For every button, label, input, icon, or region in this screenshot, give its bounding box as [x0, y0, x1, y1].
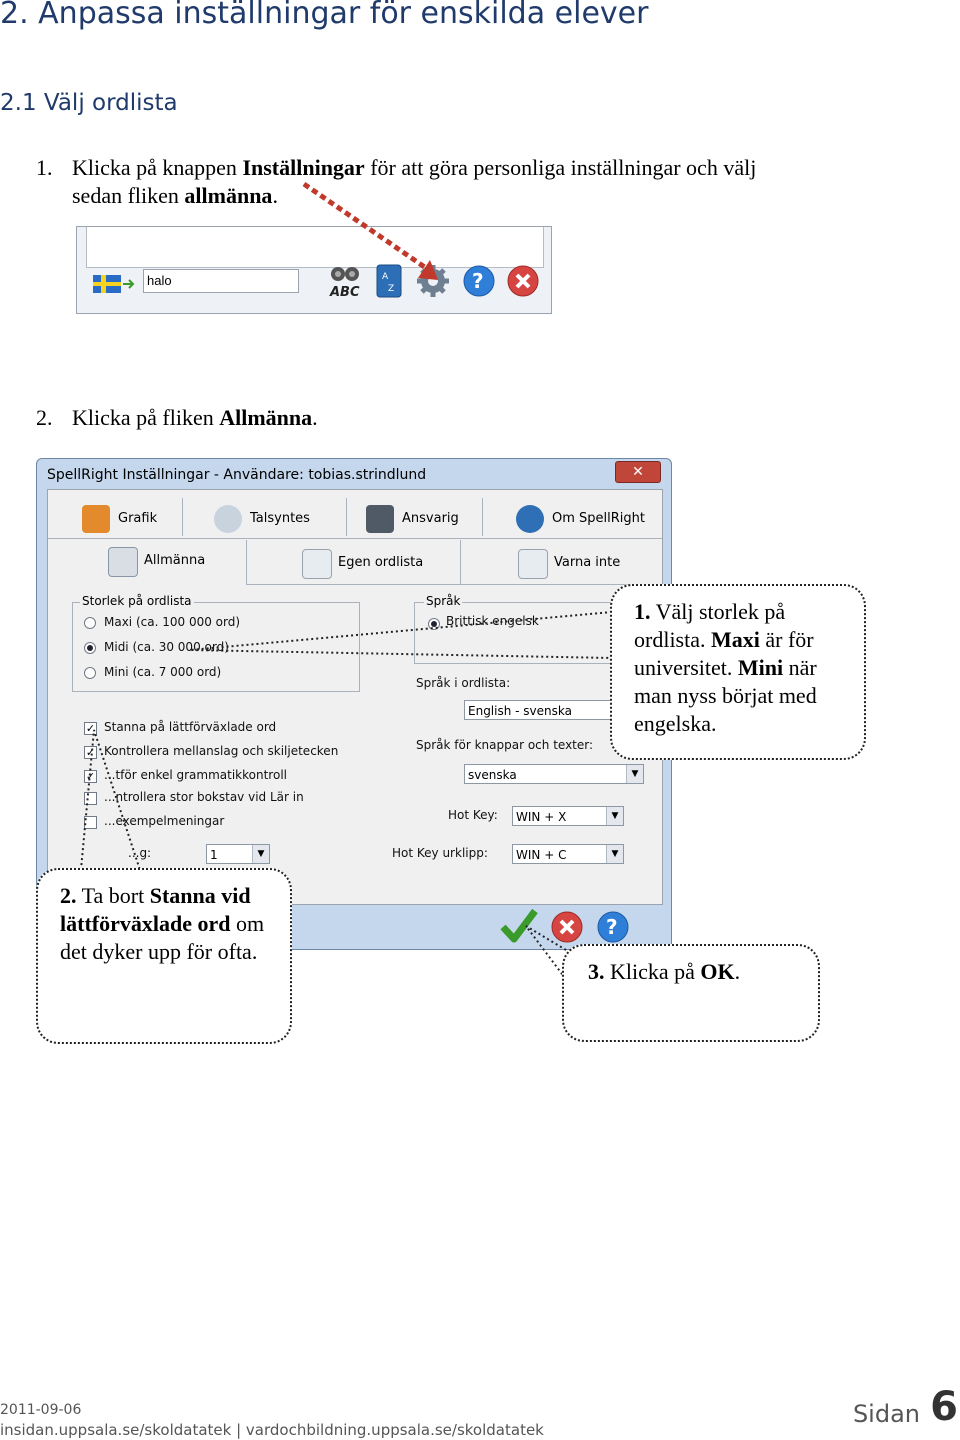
step-2-text: 2.Klicka på fliken Allmänna.: [36, 405, 318, 430]
binoculars-abc-icon[interactable]: ABC: [327, 263, 363, 299]
clipboard-icon: [108, 547, 138, 577]
page-heading: 2. Anpassa inställningar för enskilda el…: [0, 0, 649, 31]
tab-talsyntes[interactable]: Talsyntes: [208, 500, 348, 538]
general-tab-keyword: Allmänna: [219, 405, 313, 430]
chevron-down-icon: ▼: [606, 845, 623, 863]
tab-egen-ordlista[interactable]: Egen ordlista: [296, 544, 456, 582]
settings-dialog: SpellRight Inställningar - Användare: to…: [36, 458, 672, 950]
svg-text:Z: Z: [388, 284, 394, 294]
svg-text:A: A: [382, 272, 389, 282]
tab-om-spellright[interactable]: Om SpellRight: [510, 500, 660, 538]
pointer-arrow: [302, 181, 438, 280]
dialog-body: Grafik Talsyntes Ansvarig Om SpellRight …: [47, 489, 663, 905]
step-1-text: 1.Klicka på knappen Inställningar för at…: [36, 155, 757, 208]
hotkey2-label: Hot Key urklipp:: [392, 846, 488, 860]
language-british-radio[interactable]: [428, 618, 440, 630]
close-icon[interactable]: [505, 263, 541, 299]
page-label: Sidan: [852, 1400, 920, 1428]
general-keyword: allmänna: [184, 183, 273, 208]
tab-allmanna[interactable]: Allmänna: [102, 542, 252, 580]
ok-check-icon[interactable]: [499, 907, 539, 945]
check-exempel[interactable]: [84, 816, 97, 829]
callout-ok: 3. Klicka på OK.: [562, 944, 820, 1042]
check-stanna[interactable]: ✓: [84, 722, 97, 735]
section-heading: 2.1 Välj ordlista: [0, 90, 178, 116]
size-maxi-radio[interactable]: [84, 617, 96, 629]
document-check-icon: [302, 549, 332, 579]
dialog-title: SpellRight Inställningar - Användare: to…: [47, 467, 427, 483]
size-mini-label: Mini (ca. 7 000 ord): [104, 665, 222, 679]
size-group-label: Storlek på ordlista: [80, 594, 194, 608]
check-stanna-label: Stanna på lättförväxlade ord: [104, 720, 277, 734]
ui-language-label: Språk för knappar och texter:: [416, 738, 594, 752]
check-grammatik-label: ...tför enkel grammatikkontroll: [104, 768, 287, 782]
callout-stanna: 2. Ta bort Stanna vid lättförväxlade ord…: [36, 868, 292, 1044]
dict-language-field[interactable]: English - svenska: [464, 700, 614, 720]
partial-label: ...g:: [128, 846, 152, 860]
step-1-number: 1.: [36, 155, 53, 180]
teacher-icon: [366, 505, 394, 533]
svg-text:?: ?: [606, 915, 618, 939]
check-stor-bokstav-label: ...ntrollera stor bokstav vid Lär in: [104, 790, 304, 804]
svg-text:?: ?: [472, 269, 484, 293]
chevron-down-icon: ▼: [252, 845, 269, 863]
tab-varna-inte[interactable]: Varna inte: [512, 544, 652, 582]
chevron-down-icon: ▼: [626, 765, 643, 783]
chevron-down-icon: ▼: [606, 807, 623, 825]
speech-bubble-icon: [214, 505, 242, 533]
footer-links: insidan.uppsala.se/skoldatatek | vardoch…: [0, 1421, 544, 1439]
flag-icon[interactable]: [93, 275, 137, 295]
check-mellanslag[interactable]: ✓: [84, 746, 97, 759]
tab-grafik[interactable]: Grafik: [76, 500, 208, 538]
cancel-icon[interactable]: [549, 909, 585, 945]
dialog-close-button[interactable]: ✕: [615, 461, 661, 483]
warning-document-icon: [518, 549, 548, 579]
hotkey2-select[interactable]: WIN + C▼: [512, 844, 624, 864]
size-mini-radio[interactable]: [84, 667, 96, 679]
check-grammatik[interactable]: ✓: [84, 770, 97, 783]
language-group-label: Språk: [424, 594, 463, 608]
dict-language-label: Språk i ordlista:: [416, 676, 511, 690]
info-icon: [516, 505, 544, 533]
word-input[interactable]: halo: [143, 269, 299, 293]
tab-ansvarig[interactable]: Ansvarig: [360, 500, 500, 538]
check-exempel-label: ...exempelmeningar: [104, 814, 225, 828]
help-icon[interactable]: ?: [595, 909, 631, 945]
hotkey-select[interactable]: WIN + X▼: [512, 806, 624, 826]
partial-select[interactable]: 1▼: [206, 844, 270, 864]
svg-text:ABC: ABC: [329, 285, 360, 299]
ui-language-select[interactable]: svenska▼: [464, 764, 644, 784]
size-maxi-label: Maxi (ca. 100 000 ord): [104, 615, 241, 629]
help-icon[interactable]: ?: [461, 263, 497, 299]
hotkey-label: Hot Key:: [448, 808, 498, 822]
text-area: [86, 227, 544, 268]
language-british-label: Brittisk engelsk: [446, 614, 539, 628]
page-number: 6: [930, 1384, 958, 1430]
check-stor-bokstav[interactable]: [84, 792, 97, 805]
palette-icon: [82, 505, 110, 533]
dictionary-icon[interactable]: A Z: [371, 263, 407, 299]
footer-date: 2011-09-06: [0, 1402, 82, 1418]
settings-keyword: Inställningar: [242, 155, 365, 180]
check-mellanslag-label: Kontrollera mellanslag och skiljetecken: [104, 744, 339, 758]
size-midi-radio[interactable]: [84, 642, 96, 654]
toolbar-screenshot: halo ABC A Z ?: [76, 226, 552, 314]
size-midi-label: Midi (ca. 30 000 ord): [104, 640, 229, 654]
callout-size: 1. Välj storlek på ordlista. Maxi är för…: [610, 584, 866, 760]
